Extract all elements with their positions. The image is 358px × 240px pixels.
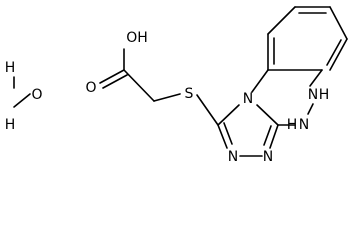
bond-n3-c3a-b xyxy=(263,125,272,146)
bond-c-o-double-a xyxy=(99,69,125,84)
water-hydrogen-bottom: H xyxy=(5,117,16,133)
nh-hydrogen-4: H xyxy=(287,117,298,133)
ring-nitrogen-3: N xyxy=(263,149,273,165)
bond-b2-b3 xyxy=(267,6,296,35)
bond-b4-b5 xyxy=(329,6,348,40)
nh-hydrogen-5: H xyxy=(319,87,330,103)
bond-c-ch2 xyxy=(123,69,155,102)
bond-c-o-double-b xyxy=(102,74,128,89)
bond-nh4-nh5 xyxy=(307,103,314,115)
bond-c3a-n1 xyxy=(256,104,279,126)
dihydrotriazine-ring xyxy=(251,69,323,126)
bond-c1-n2-b xyxy=(223,122,233,145)
water-hydrogen-top: H xyxy=(5,60,16,76)
bond-n1-cbenzo xyxy=(251,69,269,93)
bond-b5-b6-inner xyxy=(326,39,342,66)
bond-nh5-cbenzo xyxy=(309,69,323,87)
bond-s-c1 xyxy=(196,94,219,126)
chemical-structure: H O H OH O S xyxy=(5,6,348,165)
bond-c1-n2-a xyxy=(217,124,228,149)
ring-atom-labels: N N N N H N H xyxy=(228,87,330,165)
nh-nitrogen-4: N xyxy=(299,117,309,133)
carboxymethylthio-chain: OH O S xyxy=(85,30,219,126)
water-molecule: H O H xyxy=(5,60,43,133)
bond-n3-c3a-a xyxy=(269,124,279,149)
bond-b5-b6 xyxy=(329,38,348,71)
bond-c1-n1 xyxy=(217,104,240,126)
triazole-ring xyxy=(217,104,279,157)
water-oxygen: O xyxy=(31,87,42,103)
ring-nitrogen-1: N xyxy=(243,91,253,107)
bond-water-o-h xyxy=(13,93,31,108)
ring-nitrogen-2: N xyxy=(228,149,238,165)
nh-nitrogen-5: N xyxy=(308,87,318,103)
thioether-sulfur: S xyxy=(185,86,194,102)
acid-hydroxyl: OH xyxy=(126,30,148,46)
bond-ch2-s xyxy=(153,93,181,102)
benzene-ring xyxy=(267,6,348,71)
carbonyl-oxygen: O xyxy=(85,80,96,96)
